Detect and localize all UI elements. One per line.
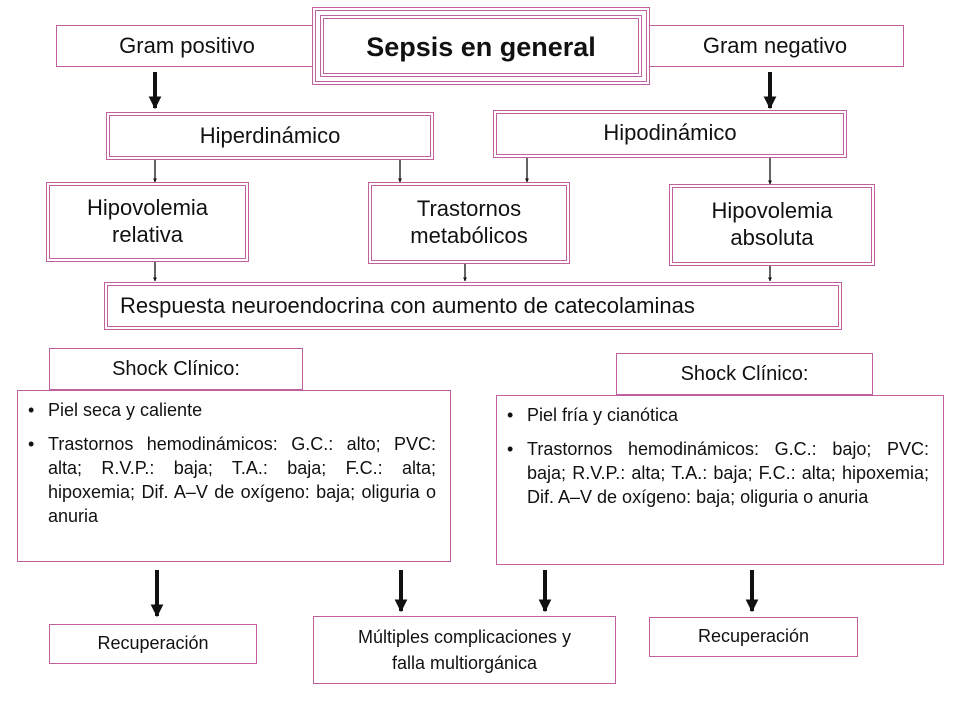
bullet-icon: • bbox=[507, 438, 514, 459]
shock-left-item-text: Piel seca y caliente bbox=[48, 400, 203, 420]
shock-left-label: Shock Clínico: bbox=[112, 357, 240, 380]
shock-left-list: • Piel seca y caliente • Trastornos hemo… bbox=[28, 399, 436, 529]
list-item: • Piel fría y cianótica bbox=[507, 404, 929, 428]
shock-left-item-text: Trastornos hemodinámicos: G.C.: alto; PV… bbox=[48, 433, 436, 526]
list-item: • Trastornos hemodinámicos: G.C.: alto; … bbox=[28, 433, 436, 529]
recovery-left-label: Recuperación bbox=[97, 633, 209, 654]
recovery-right-box: Recuperación bbox=[649, 617, 858, 657]
hypovolemia-absolute-line1: Hipovolemia bbox=[711, 198, 833, 224]
hypovolemia-absolute-line2: absoluta bbox=[730, 225, 814, 250]
list-item: • Trastornos hemodinámicos: G.C.: bajo; … bbox=[507, 438, 929, 510]
title-inner-frame: Sepsis en general bbox=[320, 15, 642, 77]
gram-negative-box: Gram negativo bbox=[646, 25, 904, 67]
hypodynamic-label: Hipodinámico bbox=[603, 120, 737, 145]
metabolic-disorders-box: Trastornos metabólicos bbox=[368, 182, 570, 264]
hyperdynamic-label: Hiperdinámico bbox=[199, 122, 341, 148]
bullet-icon: • bbox=[507, 405, 514, 425]
shock-right-label-box: Shock Clínico: bbox=[616, 353, 873, 395]
shock-left-label-box: Shock Clínico: bbox=[49, 348, 303, 390]
hyperdynamic-box: Hiperdinámico bbox=[106, 112, 434, 160]
shock-right-item-text: Piel fría y cianótica bbox=[527, 405, 679, 425]
shock-right-label: Shock Clínico: bbox=[680, 362, 809, 385]
complications-line1: Múltiples complicaciones y bbox=[357, 626, 572, 647]
shock-right-details: • Piel fría y cianótica • Trastornos hem… bbox=[496, 395, 944, 565]
shock-left-details: • Piel seca y caliente • Trastornos hemo… bbox=[17, 390, 451, 562]
metabolic-disorders-line2: metabólicos bbox=[410, 223, 528, 248]
hypodynamic-box: Hipodinámico bbox=[493, 110, 847, 158]
shock-right-item-text: Trastornos hemodinámicos: G.C.: bajo; PV… bbox=[527, 438, 929, 507]
hypovolemia-relative-line2: relativa bbox=[112, 222, 183, 247]
hypovolemia-relative-line1: Hipovolemia bbox=[86, 195, 209, 221]
metabolic-disorders-line1: Trastornos bbox=[416, 196, 522, 222]
hypovolemia-relative-box: Hipovolemia relativa bbox=[46, 182, 249, 262]
title-box: Sepsis en general bbox=[312, 7, 650, 85]
bullet-icon: • bbox=[28, 433, 35, 454]
complications-line2: falla multiorgánica bbox=[391, 653, 538, 673]
list-item: • Piel seca y caliente bbox=[28, 399, 436, 423]
neuroendocrine-response-box: Respuesta neuroendocrina con aumento de … bbox=[104, 282, 842, 330]
hypovolemia-absolute-box: Hipovolemia absoluta bbox=[669, 184, 875, 266]
gram-positive-box: Gram positivo bbox=[56, 25, 318, 67]
shock-right-list: • Piel fría y cianótica • Trastornos hem… bbox=[507, 404, 929, 510]
gram-negative-label: Gram negativo bbox=[702, 32, 848, 58]
bullet-icon: • bbox=[28, 400, 35, 420]
recovery-left-box: Recuperación bbox=[49, 624, 257, 664]
recovery-right-label: Recuperación bbox=[697, 626, 810, 647]
page-title: Sepsis en general bbox=[366, 32, 596, 62]
gram-positive-label: Gram positivo bbox=[119, 32, 255, 58]
neuroendocrine-response-label: Respuesta neuroendocrina con aumento de … bbox=[120, 292, 695, 318]
complications-box: Múltiples complicaciones y falla multior… bbox=[313, 616, 616, 684]
